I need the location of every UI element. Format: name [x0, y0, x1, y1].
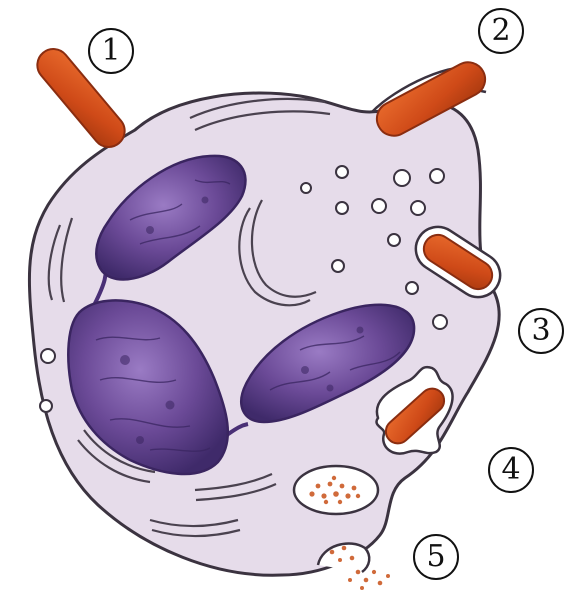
stage-marker-5: 5	[413, 534, 459, 580]
stage-marker-3: 3	[518, 308, 564, 354]
stage-marker-1: 1	[88, 28, 134, 74]
stage-marker-2: 2	[478, 8, 524, 54]
stage-marker-4: 4	[488, 447, 534, 493]
digestive-vacuole	[294, 466, 378, 514]
